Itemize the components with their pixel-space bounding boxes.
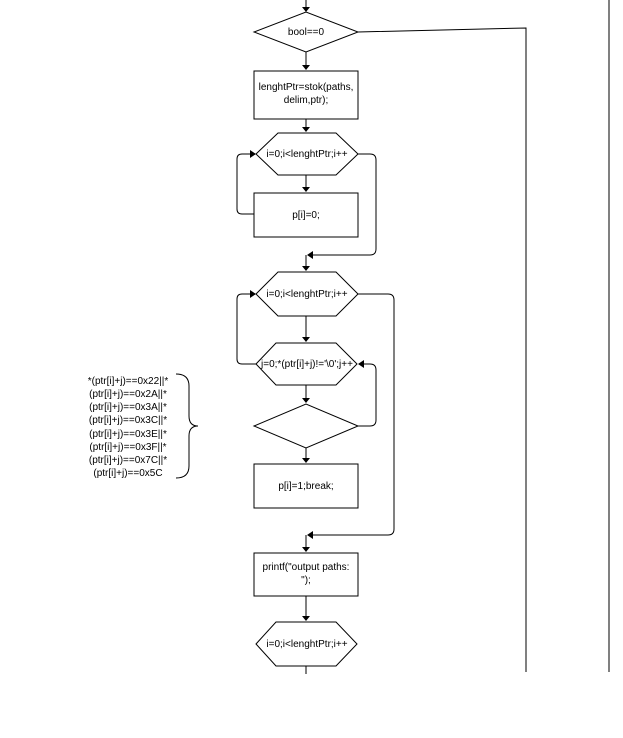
arrowhead <box>302 266 310 271</box>
edge-p0-loopback <box>236 153 254 215</box>
edge-loop2-exit <box>312 293 395 536</box>
process-p1-label: p[i]=1;break; <box>278 481 333 492</box>
loop-3-label: j=0;*(ptr[i]+j)!='\0';j++ <box>260 359 353 370</box>
process-p1: p[i]=1;break; <box>253 463 359 509</box>
annotation-condition: *(ptr[i]+j)==0x22||* (ptr[i]+j)==0x2A||*… <box>88 373 199 479</box>
edge-bool-false-branch <box>357 27 527 672</box>
arrowhead <box>250 290 256 298</box>
arrowhead <box>250 150 256 158</box>
annotation-line-4: (ptr[i]+j)==0x3C||* <box>89 415 167 426</box>
loop-4-label: i=0;i<lenghtPtr;i++ <box>266 639 347 650</box>
arrowhead <box>358 360 364 368</box>
annotation-line-6: (ptr[i]+j)==0x3F||* <box>89 442 166 453</box>
process-stok-line-1: lenghtPtr=stok(paths, <box>259 82 354 93</box>
loop-1-label: i=0;i<lenghtPtr;i++ <box>266 149 347 160</box>
arrowhead <box>302 65 310 70</box>
process-printf: printf("output paths: "); <box>253 552 359 597</box>
decision-bool: bool==0 <box>252 11 360 53</box>
annotation-line-2: (ptr[i]+j)==0x2A||* <box>89 389 167 400</box>
annotation-line-1: *(ptr[i]+j)==0x22||* <box>88 376 169 387</box>
arrowhead <box>302 337 310 342</box>
decision-chars <box>252 403 360 449</box>
annotation-line-8: (ptr[i]+j)==0x5C <box>93 468 162 479</box>
loop-3: j=0;*(ptr[i]+j)!='\0';j++ <box>255 342 358 386</box>
arrowhead <box>307 251 313 259</box>
process-printf-line-2: "); <box>301 575 311 586</box>
edge-chars-false-loopback <box>358 363 377 427</box>
edge-loop1-exit <box>312 153 377 256</box>
process-stok: lenghtPtr=stok(paths, delim,ptr); <box>253 70 359 120</box>
arrowhead <box>302 398 310 403</box>
arrowhead <box>302 187 310 192</box>
arrowhead <box>302 547 310 552</box>
arrowhead <box>302 616 310 621</box>
decision-bool-label: bool==0 <box>288 27 325 38</box>
process-p0-label: p[i]=0; <box>292 210 320 221</box>
arrowhead <box>307 531 313 539</box>
annotation-line-3: (ptr[i]+j)==0x3A||* <box>89 402 167 413</box>
edge-loop3-exit <box>236 293 256 365</box>
loop-4: i=0;i<lenghtPtr;i++ <box>255 621 358 667</box>
annotation-brace <box>175 373 199 479</box>
annotation-line-5: (ptr[i]+j)==0x3E||* <box>89 429 167 440</box>
loop-1: i=0;i<lenghtPtr;i++ <box>255 132 359 176</box>
loop-2-label: i=0;i<lenghtPtr;i++ <box>266 289 347 300</box>
process-p0: p[i]=0; <box>253 192 359 238</box>
arrowhead <box>302 127 310 132</box>
process-stok-line-2: delim,ptr); <box>284 95 328 106</box>
process-printf-line-1: printf("output paths: <box>263 562 350 573</box>
arrowhead <box>302 7 310 12</box>
loop-2: i=0;i<lenghtPtr;i++ <box>255 271 359 317</box>
arrowhead <box>302 458 310 463</box>
annotation-line-7: (ptr[i]+j)==0x7C||* <box>89 455 167 466</box>
